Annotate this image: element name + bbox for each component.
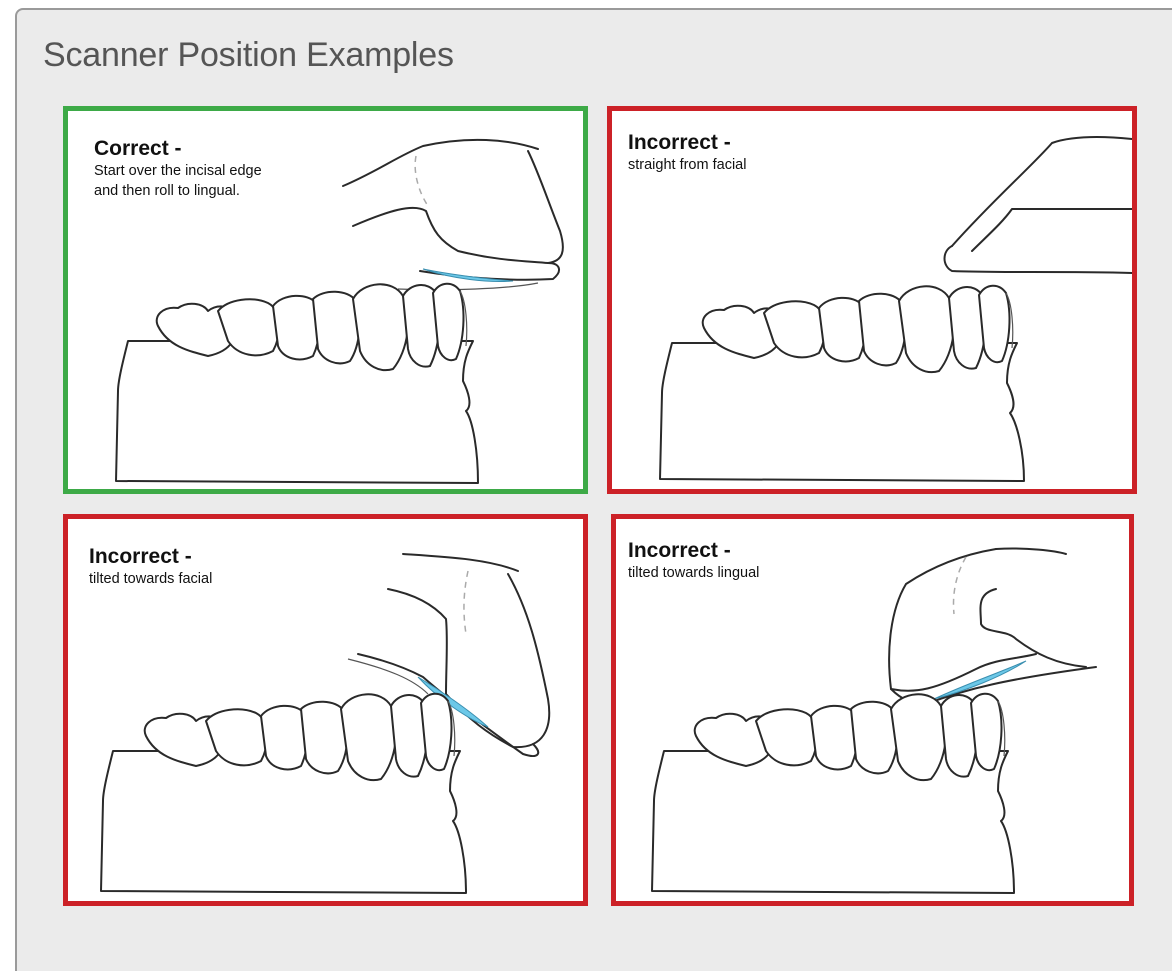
scanner-examples-panel: Scanner Position Examples Correct - Star… — [15, 8, 1172, 971]
page-title: Scanner Position Examples — [43, 36, 454, 75]
scanner-icon — [889, 548, 1096, 704]
example-card-incorrect-tilted-lingual: Incorrect - tilted towards lingual — [611, 514, 1134, 906]
teeth-jaw-icon — [116, 284, 478, 483]
scanner-icon — [343, 140, 563, 290]
example-heading: Incorrect - — [628, 539, 759, 563]
scanner-icon — [945, 137, 1133, 273]
example-card-incorrect-facial: Incorrect - straight from facial — [607, 106, 1137, 494]
teeth-jaw-icon — [660, 286, 1024, 481]
teeth-jaw-icon — [101, 694, 466, 893]
example-description: straight from facial — [628, 155, 746, 175]
example-description: tilted towards facial — [89, 569, 212, 589]
example-label: Incorrect - tilted towards facial — [89, 545, 212, 589]
teeth-jaw-icon — [652, 694, 1014, 893]
example-label: Incorrect - tilted towards lingual — [628, 539, 759, 583]
example-heading: Incorrect - — [628, 131, 746, 155]
example-card-incorrect-tilted-facial: Incorrect - tilted towards facial — [63, 514, 588, 906]
example-heading: Incorrect - — [89, 545, 212, 569]
example-description: tilted towards lingual — [628, 563, 759, 583]
example-label: Incorrect - straight from facial — [628, 131, 746, 175]
example-heading: Correct - — [94, 137, 262, 161]
example-label: Correct - Start over the incisal edge an… — [94, 137, 262, 201]
example-card-correct: Correct - Start over the incisal edge an… — [63, 106, 588, 494]
example-description: Start over the incisal edge and then rol… — [94, 161, 262, 201]
